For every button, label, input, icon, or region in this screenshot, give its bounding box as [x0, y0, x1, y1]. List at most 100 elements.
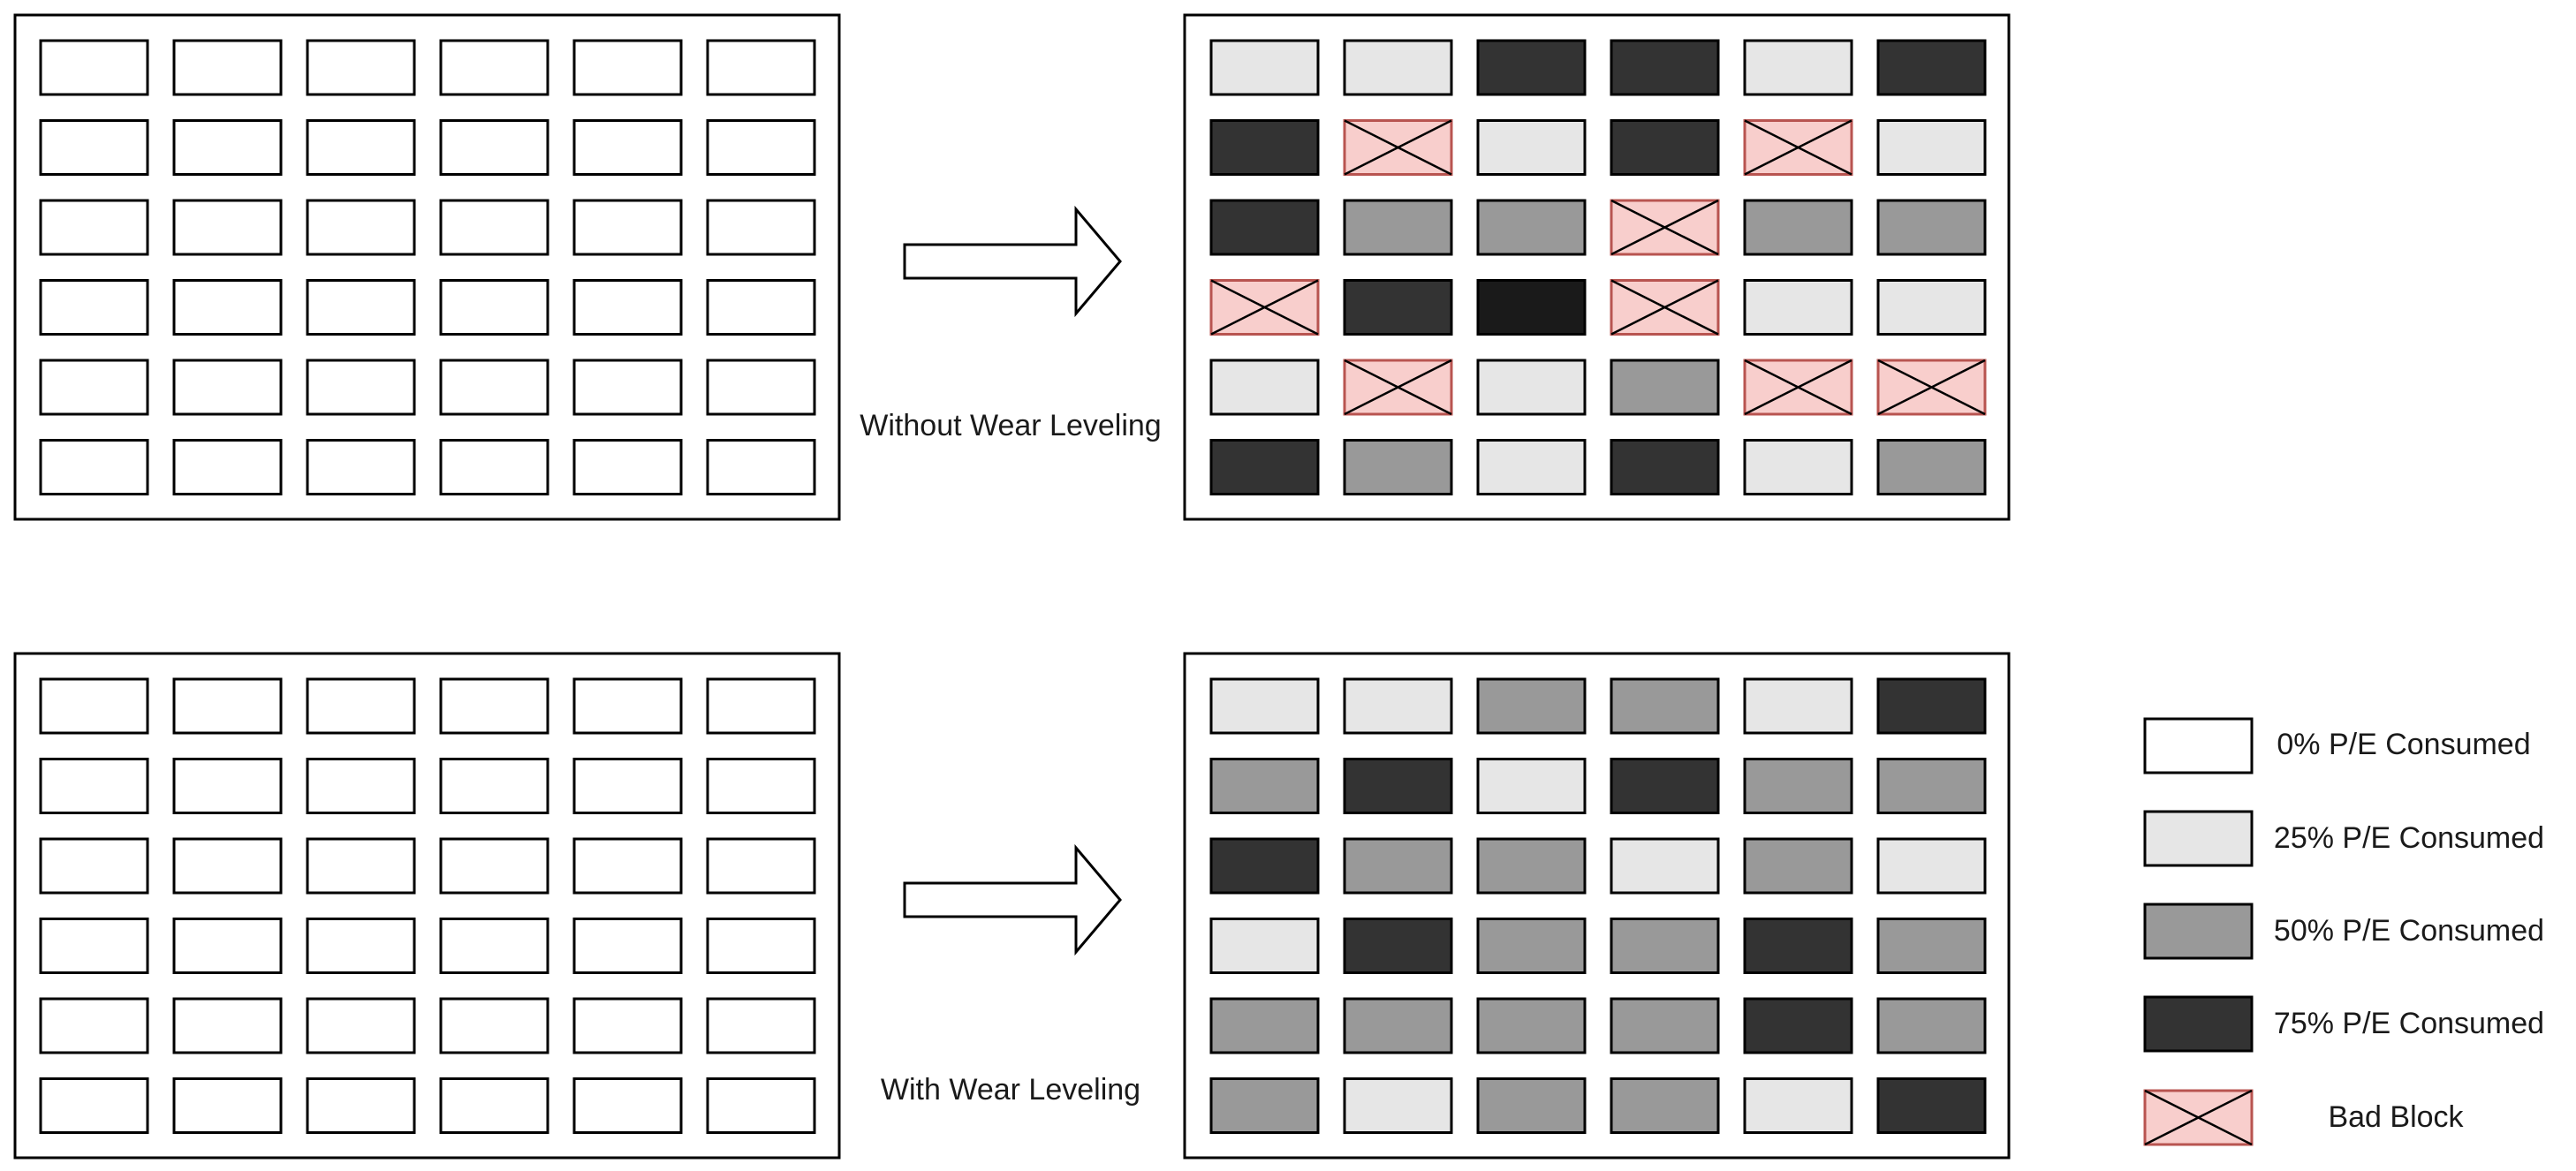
- block-empty-r4-c3: [306, 918, 416, 974]
- legend-label-bad-block: Bad Block: [2328, 1100, 2464, 1134]
- block-empty-r3-c1: [39, 199, 149, 256]
- block-p50-r2-c6: [1876, 758, 1987, 814]
- block-p75-r5-c5: [1743, 997, 1853, 1054]
- block-bad-r5-c2: [1343, 359, 1453, 416]
- block-empty-r2-c5: [572, 758, 683, 814]
- block-empty-r2-c5: [572, 119, 683, 176]
- block-p50-r5-c2: [1343, 997, 1453, 1054]
- block-empty-r3-c4: [439, 837, 549, 895]
- block-p75-r6-c6: [1876, 1077, 1987, 1134]
- block-p75-r3-c1: [1209, 199, 1320, 256]
- block-empty-r6-c3: [306, 1077, 416, 1134]
- block-empty-r2-c2: [172, 119, 283, 176]
- block-empty-r3-c2: [172, 837, 283, 895]
- block-p25-r6-c2: [1343, 1077, 1453, 1134]
- after-block-grid-top: [1209, 39, 1987, 495]
- block-p75-r4-c2: [1343, 918, 1453, 974]
- block-p25-r2-c6: [1876, 119, 1987, 176]
- arrow-right-icon: [903, 205, 1122, 318]
- block-empty-r4-c6: [706, 279, 816, 336]
- block-p25-r1-c1: [1209, 39, 1320, 96]
- block-empty-r5-c3: [306, 359, 416, 416]
- block-empty-r6-c4: [439, 439, 549, 495]
- block-empty-r1-c3: [306, 677, 416, 735]
- block-p100-r4-c3: [1476, 279, 1587, 336]
- block-empty-r1-c1: [39, 677, 149, 735]
- block-p50-r4-c4: [1610, 918, 1720, 974]
- block-p75-r1-c6: [1876, 39, 1987, 96]
- block-empty-r3-c5: [572, 199, 683, 256]
- block-p25-r6-c5: [1743, 439, 1853, 495]
- block-empty-r1-c5: [572, 677, 683, 735]
- block-empty-r1-c5: [572, 39, 683, 96]
- block-p75-r6-c1: [1209, 439, 1320, 495]
- block-empty-r5-c3: [306, 997, 416, 1054]
- block-bad-r2-c2: [1343, 119, 1453, 176]
- block-bad-r5-c5: [1743, 359, 1853, 416]
- block-empty-r3-c6: [706, 837, 816, 895]
- block-p50-r6-c4: [1610, 1077, 1720, 1134]
- block-p25-r6-c5: [1743, 1077, 1853, 1134]
- block-empty-r4-c6: [706, 918, 816, 974]
- block-empty-r3-c3: [306, 199, 416, 256]
- block-empty-r2-c4: [439, 758, 549, 814]
- block-empty-r1-c2: [172, 677, 283, 735]
- block-p50-r3-c3: [1476, 199, 1587, 256]
- before-block-grid-top: [39, 39, 816, 495]
- block-p25-r5-c1: [1209, 359, 1320, 416]
- legend-swatch-50-percent: [2143, 903, 2254, 960]
- block-bad-r4-c4: [1610, 279, 1720, 336]
- block-p50-r5-c4: [1610, 359, 1720, 416]
- block-p50-r1-c3: [1476, 677, 1587, 735]
- block-empty-r1-c4: [439, 677, 549, 735]
- block-p50-r1-c4: [1610, 677, 1720, 735]
- block-p50-r3-c2: [1343, 199, 1453, 256]
- legend-swatch-25-percent: [2143, 810, 2254, 867]
- legend-swatch-75-percent: [2143, 995, 2254, 1053]
- panel-without-wear-leveling: Without Wear Leveling: [13, 13, 2011, 521]
- block-p50-r5-c3: [1476, 997, 1587, 1054]
- block-p75-r3-c1: [1209, 837, 1320, 895]
- legend-item-50: 50% P/E Consumed: [2143, 903, 2544, 960]
- block-empty-r2-c1: [39, 758, 149, 814]
- block-p25-r2-c3: [1476, 758, 1587, 814]
- legend: 0% P/E Consumed 25% P/E Consumed 50% P/E…: [2143, 717, 2544, 1146]
- legend-item-75: 75% P/E Consumed: [2143, 995, 2544, 1053]
- block-p50-r5-c4: [1610, 997, 1720, 1054]
- block-p50-r4-c3: [1476, 918, 1587, 974]
- block-empty-r4-c1: [39, 279, 149, 336]
- block-empty-r6-c1: [39, 439, 149, 495]
- block-p25-r1-c5: [1743, 677, 1853, 735]
- block-empty-r3-c2: [172, 199, 283, 256]
- legend-item-0: 0% P/E Consumed: [2143, 717, 2531, 774]
- block-bad-r4-c1: [1209, 279, 1320, 336]
- block-empty-r4-c4: [439, 918, 549, 974]
- block-empty-r3-c1: [39, 837, 149, 895]
- block-empty-r2-c6: [706, 758, 816, 814]
- block-empty-r2-c2: [172, 758, 283, 814]
- block-p25-r6-c3: [1476, 439, 1587, 495]
- block-empty-r5-c5: [572, 359, 683, 416]
- block-p50-r3-c5: [1743, 837, 1853, 895]
- block-empty-r2-c4: [439, 119, 549, 176]
- block-empty-r6-c5: [572, 1077, 683, 1134]
- block-empty-r1-c3: [306, 39, 416, 96]
- block-empty-r5-c5: [572, 997, 683, 1054]
- block-p75-r2-c2: [1343, 758, 1453, 814]
- block-empty-r2-c6: [706, 119, 816, 176]
- block-empty-r5-c1: [39, 359, 149, 416]
- block-p25-r5-c3: [1476, 359, 1587, 416]
- before-grid-frame-top: [13, 13, 841, 521]
- block-empty-r5-c6: [706, 359, 816, 416]
- block-empty-r6-c6: [706, 439, 816, 495]
- block-empty-r5-c1: [39, 997, 149, 1054]
- block-empty-r5-c2: [172, 359, 283, 416]
- panel-with-wear-leveling: With Wear Leveling: [13, 652, 2011, 1160]
- after-block-grid-bottom: [1209, 677, 1987, 1134]
- block-empty-r6-c1: [39, 1077, 149, 1134]
- legend-swatch-bad-block: [2143, 1089, 2254, 1146]
- block-empty-r1-c6: [706, 677, 816, 735]
- block-p50-r3-c2: [1343, 837, 1453, 895]
- block-p25-r2-c3: [1476, 119, 1587, 176]
